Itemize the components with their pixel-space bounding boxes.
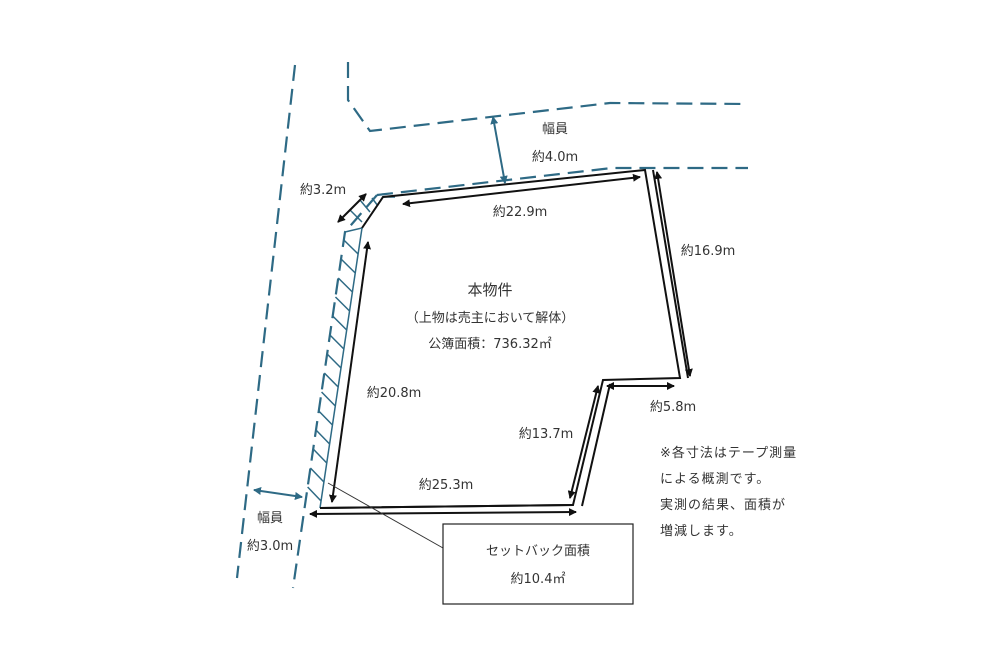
west-road-width-arrow xyxy=(253,487,303,500)
step-dimension-label: 約5.8m xyxy=(650,400,696,415)
hatch-line xyxy=(309,467,325,483)
property-title: 本物件 xyxy=(467,281,512,299)
west-road-label: 幅員 xyxy=(257,511,283,526)
inner-east-dimension-arrow xyxy=(567,385,601,499)
north-road-upper-edge xyxy=(346,62,749,133)
disclaimer-line: ※各寸法はテープ測量 xyxy=(660,445,797,461)
hatch-line xyxy=(318,410,333,426)
hatch-line xyxy=(315,429,331,445)
hatch-line xyxy=(321,391,336,407)
hatch-line xyxy=(326,353,342,369)
disclaimer-line: による概測です。 xyxy=(660,472,770,487)
hatch-line xyxy=(340,258,356,274)
north-road-width-arrow xyxy=(490,116,508,184)
west-dimension-arrow xyxy=(328,241,372,503)
hatch-line xyxy=(329,334,345,350)
hatch-line xyxy=(343,239,359,255)
west-road-inner-edge xyxy=(291,194,378,589)
east-dimension-label: 約16.9m xyxy=(681,244,736,259)
chamfer-label: 約3.2m xyxy=(300,183,346,198)
west-dimension-label: 約20.8m xyxy=(367,386,422,401)
setback-area: 約10.4㎡ xyxy=(511,572,566,587)
property-note: （上物は売主において解体） xyxy=(406,310,575,326)
hatch-line xyxy=(334,296,351,312)
setback-leader-line xyxy=(327,482,444,549)
setback-hatch xyxy=(307,196,395,509)
north-road-label: 幅員 xyxy=(542,122,568,137)
hatch-line xyxy=(337,277,353,293)
disclaimer-line: 実測の結果、面積が xyxy=(660,497,786,513)
north-road-width: 約4.0m xyxy=(532,150,578,165)
south-dimension-label: 約25.3m xyxy=(419,478,474,493)
property-area: 公簿面積：736.32㎡ xyxy=(428,337,552,352)
hatch-line xyxy=(307,486,322,502)
west-road-width: 約3.0m xyxy=(247,539,293,554)
inner-east-dimension-label: 約13.7m xyxy=(519,427,574,442)
setback-callout-box xyxy=(442,523,634,605)
hatch-line xyxy=(312,448,328,464)
hatch-line xyxy=(332,315,348,331)
hatch-line xyxy=(323,372,339,388)
south-dimension-arrow xyxy=(309,508,577,518)
chamfer-arrow xyxy=(337,193,367,223)
north-dimension-label: 約22.9m xyxy=(493,205,548,220)
west-road-outer-edge xyxy=(235,64,297,579)
setback-title: セットバック面積 xyxy=(486,544,590,559)
north-dimension-arrow xyxy=(402,173,641,208)
east-dimension-arrow xyxy=(654,171,693,377)
disclaimer-line: 増減します。 xyxy=(660,523,743,539)
